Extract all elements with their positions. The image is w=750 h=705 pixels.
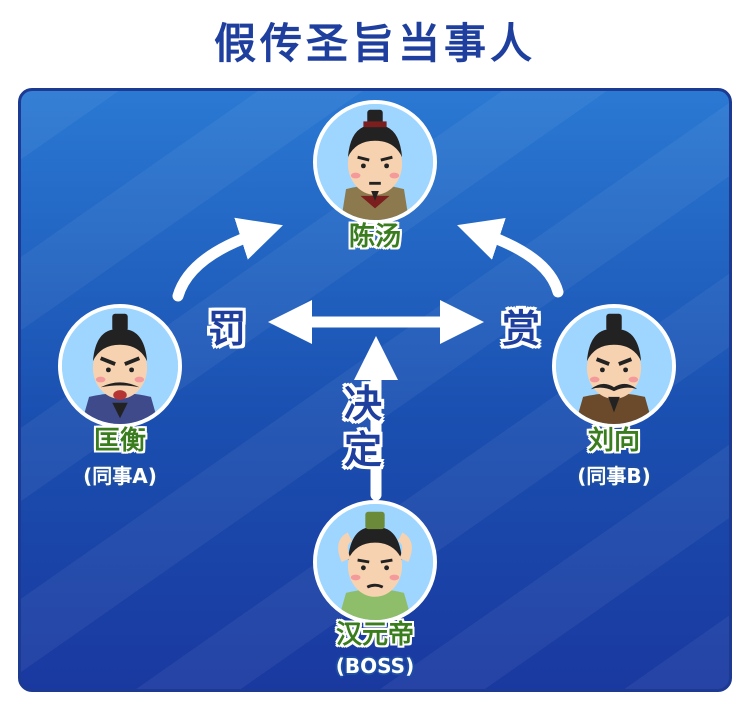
page-title: 假传圣旨当事人 [213,19,536,68]
left-person-name: 匡衡 [93,426,146,456]
left-avatar [58,304,182,428]
relation-decide-label-1: 决 [343,382,382,426]
emperor-portrait-icon [317,504,433,620]
relation-reward-label: 赏 [501,307,540,351]
top-avatar [313,100,437,224]
left-person-role: (同事A) [83,464,157,488]
relation-punish-label: 罚 [207,307,246,351]
bottom-person-role: (BOSS) [335,654,415,678]
arrow-right-to-top [457,217,564,298]
angry-official-portrait-icon [62,308,178,424]
right-person-role: (同事B) [577,464,651,488]
top-person-name: 陈汤 [348,222,401,252]
official-portrait-icon [317,104,433,220]
right-person-name: 刘向 [587,426,640,456]
right-avatar [552,304,676,428]
relation-decide-label-2: 定 [343,428,382,472]
bottom-avatar [313,500,437,624]
bottom-person-name: 汉元帝 [335,620,414,650]
mustache-official-portrait-icon [556,308,672,424]
arrow-left-to-top [172,217,283,302]
